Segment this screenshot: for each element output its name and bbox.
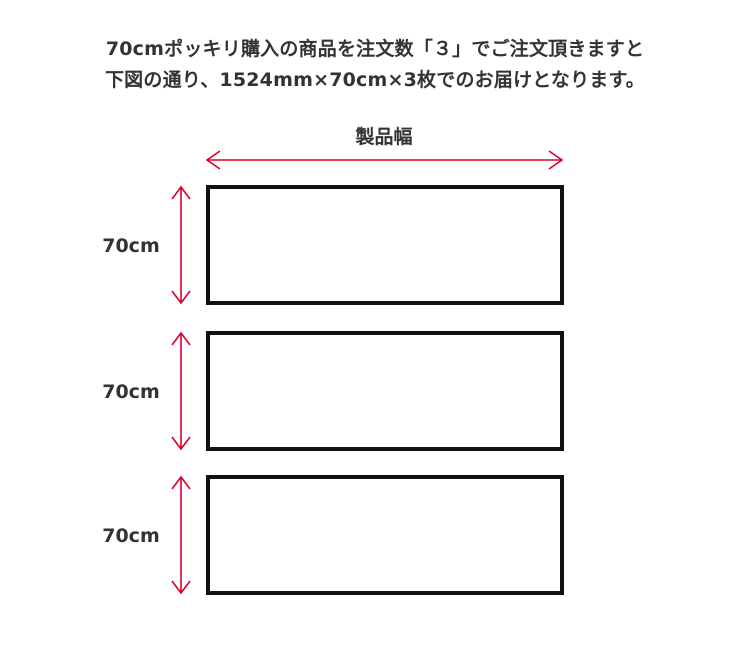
panel-3-height-label: 70cm — [102, 525, 160, 547]
description-text: 70cmポッキリ購入の商品を注文数「３」でご注文頂きますと 下図の通り、1524… — [0, 34, 750, 96]
width-arrow — [205, 150, 564, 170]
panel-1-height-arrow — [171, 185, 191, 305]
description-line-1: 70cmポッキリ購入の商品を注文数「３」でご注文頂きますと — [105, 38, 645, 60]
panel-2 — [206, 331, 564, 451]
description-line-2: 下図の通り、1524mm×70cm×3枚でのお届けとなります。 — [104, 69, 645, 91]
panel-3 — [206, 475, 564, 595]
panel-2-height-label: 70cm — [102, 381, 160, 403]
panel-2-height-arrow — [171, 331, 191, 451]
panel-1-height-label: 70cm — [102, 235, 160, 257]
panel-3-height-arrow — [171, 475, 191, 595]
product-width-label: 製品幅 — [355, 126, 413, 148]
panel-1 — [206, 185, 564, 305]
